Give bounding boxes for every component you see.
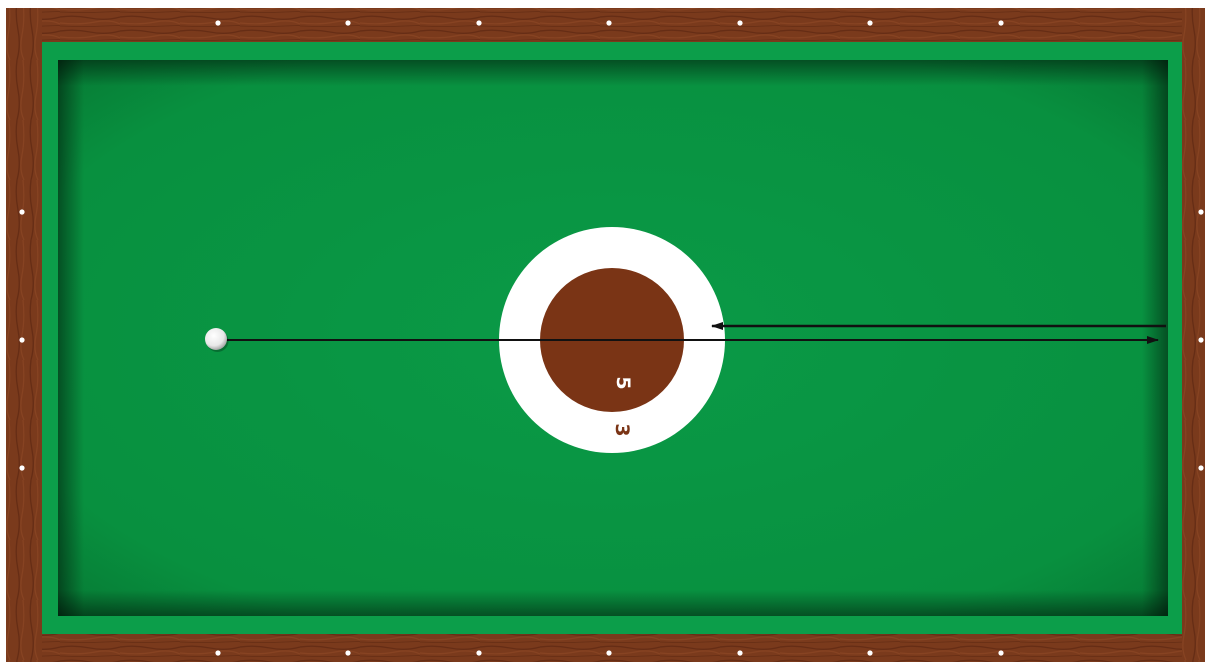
diamond-top-3 bbox=[476, 20, 481, 25]
diamond-bottom-3 bbox=[476, 650, 481, 655]
diamond-top-4 bbox=[606, 20, 611, 25]
diamond-bottom-7 bbox=[998, 650, 1003, 655]
diamond-left-2 bbox=[19, 337, 24, 342]
inner-score-label: 5 bbox=[612, 376, 634, 389]
diamond-top-1 bbox=[215, 20, 220, 25]
diamond-bottom-4 bbox=[606, 650, 611, 655]
diamond-left-3 bbox=[19, 465, 24, 470]
diamond-top-2 bbox=[345, 20, 350, 25]
diamond-bottom-2 bbox=[345, 650, 350, 655]
diamond-bottom-5 bbox=[737, 650, 742, 655]
diamond-bottom-6 bbox=[867, 650, 872, 655]
diamond-top-7 bbox=[998, 20, 1003, 25]
diamond-right-2 bbox=[1198, 337, 1203, 342]
diamond-bottom-1 bbox=[215, 650, 220, 655]
diamond-right-3 bbox=[1198, 465, 1203, 470]
diamond-right-1 bbox=[1198, 209, 1203, 214]
diamond-top-5 bbox=[737, 20, 742, 25]
diamond-left-1 bbox=[19, 209, 24, 214]
outer-score-label: 3 bbox=[611, 423, 633, 436]
diamond-top-6 bbox=[867, 20, 872, 25]
